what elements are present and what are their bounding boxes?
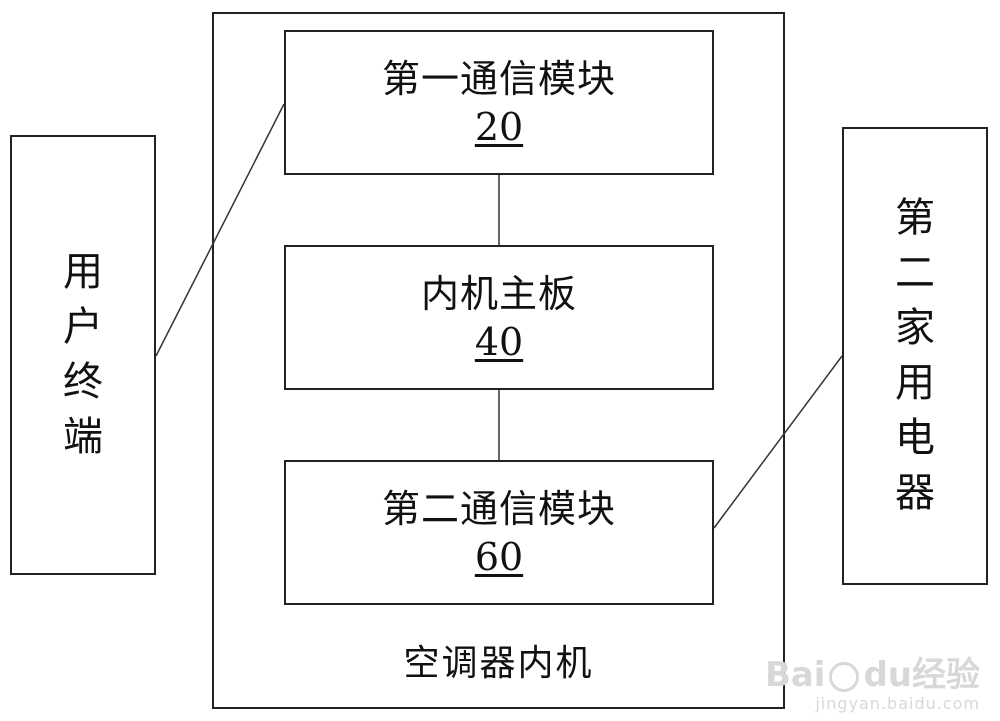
user-terminal-char: 终 (63, 359, 103, 405)
baidu-logo-text-c: 经验 (912, 655, 980, 695)
user-terminal-char: 户 (63, 304, 103, 350)
second-appliance-box: 第 二 家 用 电 器 (842, 127, 988, 585)
user-terminal-box: 用 户 终 端 (10, 135, 156, 575)
paw-icon (829, 661, 860, 692)
indoor-unit-label: 空调器内机 (403, 643, 594, 684)
user-terminal-char: 用 (63, 249, 103, 295)
baidu-logo-text-b: du (863, 655, 912, 695)
first-communication-module-title: 第一通信模块 (381, 56, 616, 101)
second-communication-module-title: 第二通信模块 (381, 486, 616, 531)
second-appliance-char: 用 (895, 360, 935, 406)
second-appliance-char: 家 (895, 305, 935, 351)
indoor-mainboard-title: 内机主板 (420, 271, 577, 316)
user-terminal-char: 端 (63, 414, 103, 460)
watermark-url: jingyan.baidu.com (815, 694, 980, 713)
second-appliance-char: 器 (895, 470, 935, 516)
indoor-mainboard-box: 内机主板 40 (284, 245, 714, 390)
first-communication-module-number: 20 (474, 104, 524, 149)
baidu-logo-text-a: Bai (764, 655, 826, 695)
second-appliance-char: 第 (895, 195, 935, 241)
second-appliance-char: 电 (895, 415, 935, 461)
first-communication-module-box: 第一通信模块 20 (284, 30, 714, 175)
second-communication-module-number: 60 (474, 534, 524, 579)
second-communication-module-box: 第二通信模块 60 (284, 460, 714, 605)
second-appliance-char: 二 (895, 250, 935, 296)
indoor-mainboard-number: 40 (474, 319, 524, 364)
